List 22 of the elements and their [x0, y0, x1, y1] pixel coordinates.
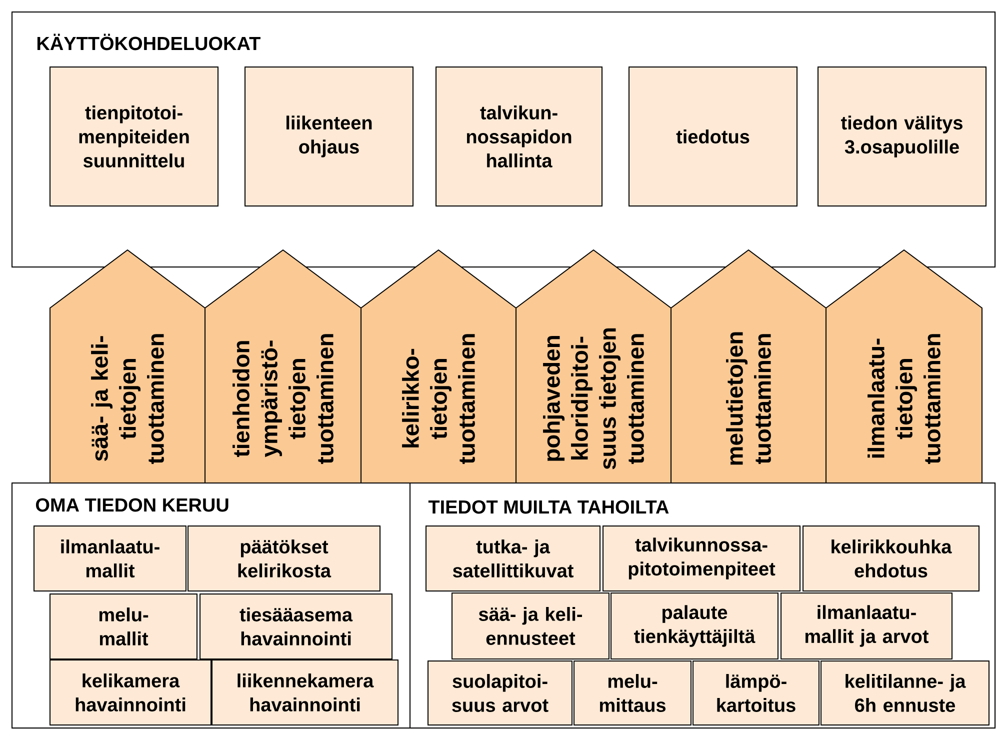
category-box: tienpitotoi- menpiteiden suunnittelu	[50, 66, 218, 206]
category-box: melu- mittaus	[574, 660, 692, 726]
category-box: kelikamera havainnointi	[50, 660, 212, 726]
category-box: lämpö- kartoitus	[692, 660, 820, 726]
category-box: suolapitoi- suus arvot	[428, 660, 572, 726]
category-box: talvikunnossa- pitotoimenpiteet	[602, 526, 800, 592]
category-box: tiedon välitys 3.osapuolille	[818, 66, 986, 206]
category-box: melu- mallit	[50, 594, 198, 660]
category-box: tiedotus	[628, 66, 798, 206]
category-box: ilmanlaatu- mallit	[34, 526, 186, 592]
category-box: päätökset kelirikosta	[188, 526, 380, 592]
category-box: tiesääasema havainnointi	[200, 594, 392, 660]
category-box: kelirikkouhka ehdotus	[802, 526, 980, 592]
category-box: talvikun- nossapidon hallinta	[436, 66, 602, 206]
category-box: sää- ja keli- ennusteet	[452, 592, 610, 660]
category-box: tutka- ja satellittikuvat	[426, 526, 600, 592]
category-box: palaute tienkäyttäjiltä	[610, 592, 778, 660]
category-box: liikennekamera havainnointi	[212, 660, 398, 726]
node-label: ilmanlaatu- tietojen tuottaminen	[868, 334, 940, 464]
category-box: liikenteen ohjaus	[244, 66, 414, 206]
category-box: kelitilanne- ja 6h ennuste	[820, 660, 990, 726]
category-box: ilmanlaatu- mallit ja arvot	[780, 592, 952, 660]
